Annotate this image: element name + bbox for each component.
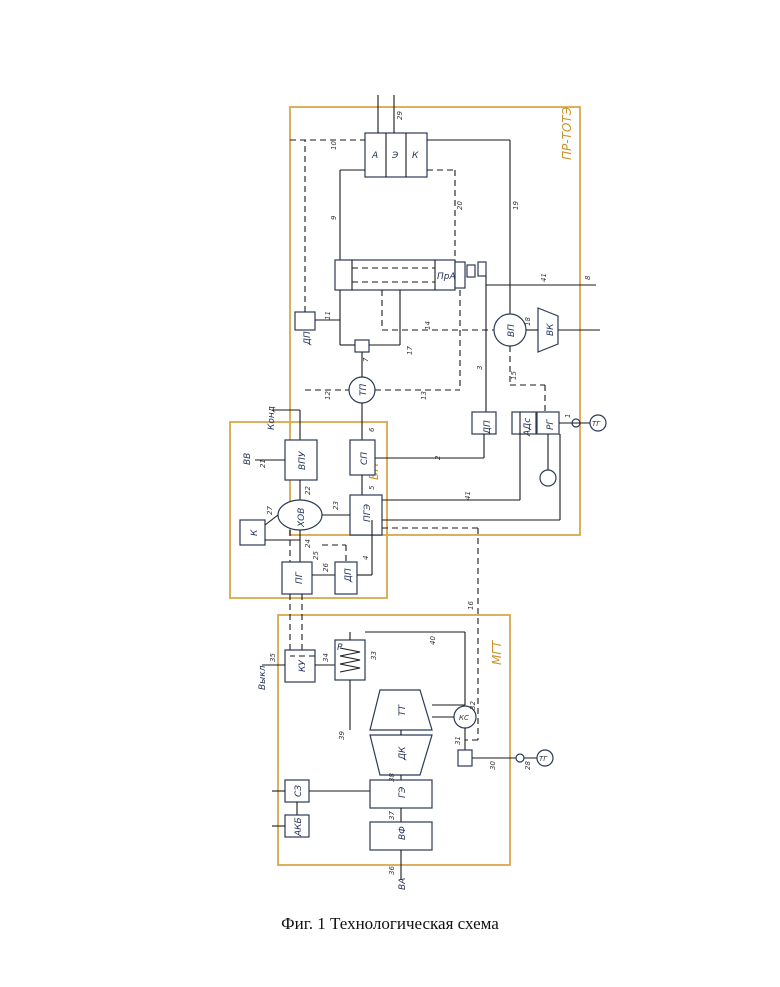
valve-top <box>455 262 465 288</box>
tg-bottom-label: ТГ <box>539 755 548 763</box>
vv-label: ВВ <box>243 453 253 465</box>
svg-text:1: 1 <box>564 414 572 418</box>
vykl-mgt-label: Выкл <box>258 665 268 690</box>
vk-label: ВК <box>546 323 556 336</box>
svg-text:25: 25 <box>312 551 320 560</box>
pgz-label: ПГЭ <box>363 503 373 522</box>
svg-text:24: 24 <box>304 539 312 548</box>
svg-text:7: 7 <box>362 357 370 362</box>
svg-text:16: 16 <box>467 601 475 610</box>
svg-text:41: 41 <box>464 491 472 500</box>
svg-text:32: 32 <box>469 701 477 710</box>
svg-text:30: 30 <box>489 761 497 770</box>
vf-label: ВФ <box>398 826 408 840</box>
svg-text:18: 18 <box>524 317 532 326</box>
svg-text:40: 40 <box>429 636 437 645</box>
svg-text:19: 19 <box>512 201 520 210</box>
dp-mid-label: ДП <box>483 420 493 435</box>
dp-top-label: ДП <box>303 331 313 346</box>
k-left-label: К <box>250 529 260 536</box>
svg-text:27: 27 <box>266 506 274 515</box>
svg-text:13: 13 <box>420 391 428 400</box>
akb-label: АКБ <box>294 817 304 837</box>
tg-top-label: ТГ <box>592 420 601 428</box>
compressor-small <box>540 470 556 486</box>
ge-label: ГЭ <box>398 786 408 798</box>
sz-label: СЗ <box>294 785 304 797</box>
ks-label: КС <box>459 714 469 722</box>
svg-text:22: 22 <box>304 486 312 495</box>
svg-text:31: 31 <box>454 736 462 745</box>
svg-text:41: 41 <box>540 273 548 282</box>
pra-heat-exchanger: ПрА <box>335 260 456 290</box>
svg-text:33: 33 <box>370 651 378 660</box>
svg-text:3: 3 <box>476 366 484 370</box>
vpu-label: ВПУ <box>298 451 308 470</box>
svg-text:2: 2 <box>434 455 442 460</box>
va-label: ВА <box>398 878 408 890</box>
figure-caption: Фиг. 1 Технологическая схема <box>0 914 780 934</box>
svg-text:35: 35 <box>269 653 277 662</box>
stack-cathode-label: К <box>412 151 419 161</box>
ads-label: АДс <box>523 418 533 437</box>
svg-text:17: 17 <box>406 346 414 355</box>
sp-label: СП <box>360 452 370 465</box>
zone-frame-pr-tote <box>290 107 580 535</box>
sensor-top <box>478 262 486 276</box>
dp-low-label: ДП <box>344 568 354 583</box>
tt-label: ТТ <box>398 704 408 716</box>
svg-text:12: 12 <box>324 391 332 400</box>
ku-label: КУ <box>298 660 308 672</box>
valve-mgt <box>458 750 472 766</box>
pra-label: ПрА <box>437 272 456 282</box>
rg-label: РГ <box>546 419 556 430</box>
zone-label-pr-tote: ПР-ТОТЭ <box>560 106 574 160</box>
fuel-cell-stack: А Э К <box>365 133 427 177</box>
dp-top-block <box>295 312 315 330</box>
tp-label: ТП <box>359 384 369 396</box>
dk-label: ДК <box>398 746 408 761</box>
sensor-mgt <box>516 754 524 762</box>
svg-text:38: 38 <box>388 773 396 782</box>
svg-text:37: 37 <box>388 811 396 820</box>
svg-text:28: 28 <box>524 761 532 770</box>
zone-label-mgt: МГТ <box>490 639 504 665</box>
valve-top-2 <box>467 265 475 277</box>
valve-mid <box>355 340 369 352</box>
svg-text:23: 23 <box>332 501 340 510</box>
vp-pump-label: ВП <box>507 324 517 337</box>
svg-text:26: 26 <box>322 563 330 572</box>
svg-text:10: 10 <box>330 141 338 150</box>
svg-text:20: 20 <box>456 201 464 210</box>
svg-text:9: 9 <box>330 215 338 220</box>
pg-label: ПГ <box>295 571 305 584</box>
svg-text:21: 21 <box>259 459 267 468</box>
svg-text:15: 15 <box>510 371 518 380</box>
svg-text:4: 4 <box>362 556 370 560</box>
svg-text:34: 34 <box>322 653 330 662</box>
khov-label: ХОВ <box>297 508 307 528</box>
svg-text:39: 39 <box>338 731 346 740</box>
svg-text:36: 36 <box>388 866 396 875</box>
stack-electrolyte-label: Э <box>391 151 399 161</box>
svg-text:6: 6 <box>368 427 376 432</box>
stack-anode-label: А <box>371 151 378 161</box>
svg-text:5: 5 <box>368 485 376 490</box>
svg-text:29: 29 <box>396 111 404 120</box>
svg-text:11: 11 <box>324 311 332 320</box>
recuperator-label: Р <box>337 643 343 653</box>
svg-text:8: 8 <box>584 275 592 280</box>
svg-text:14: 14 <box>424 321 432 330</box>
